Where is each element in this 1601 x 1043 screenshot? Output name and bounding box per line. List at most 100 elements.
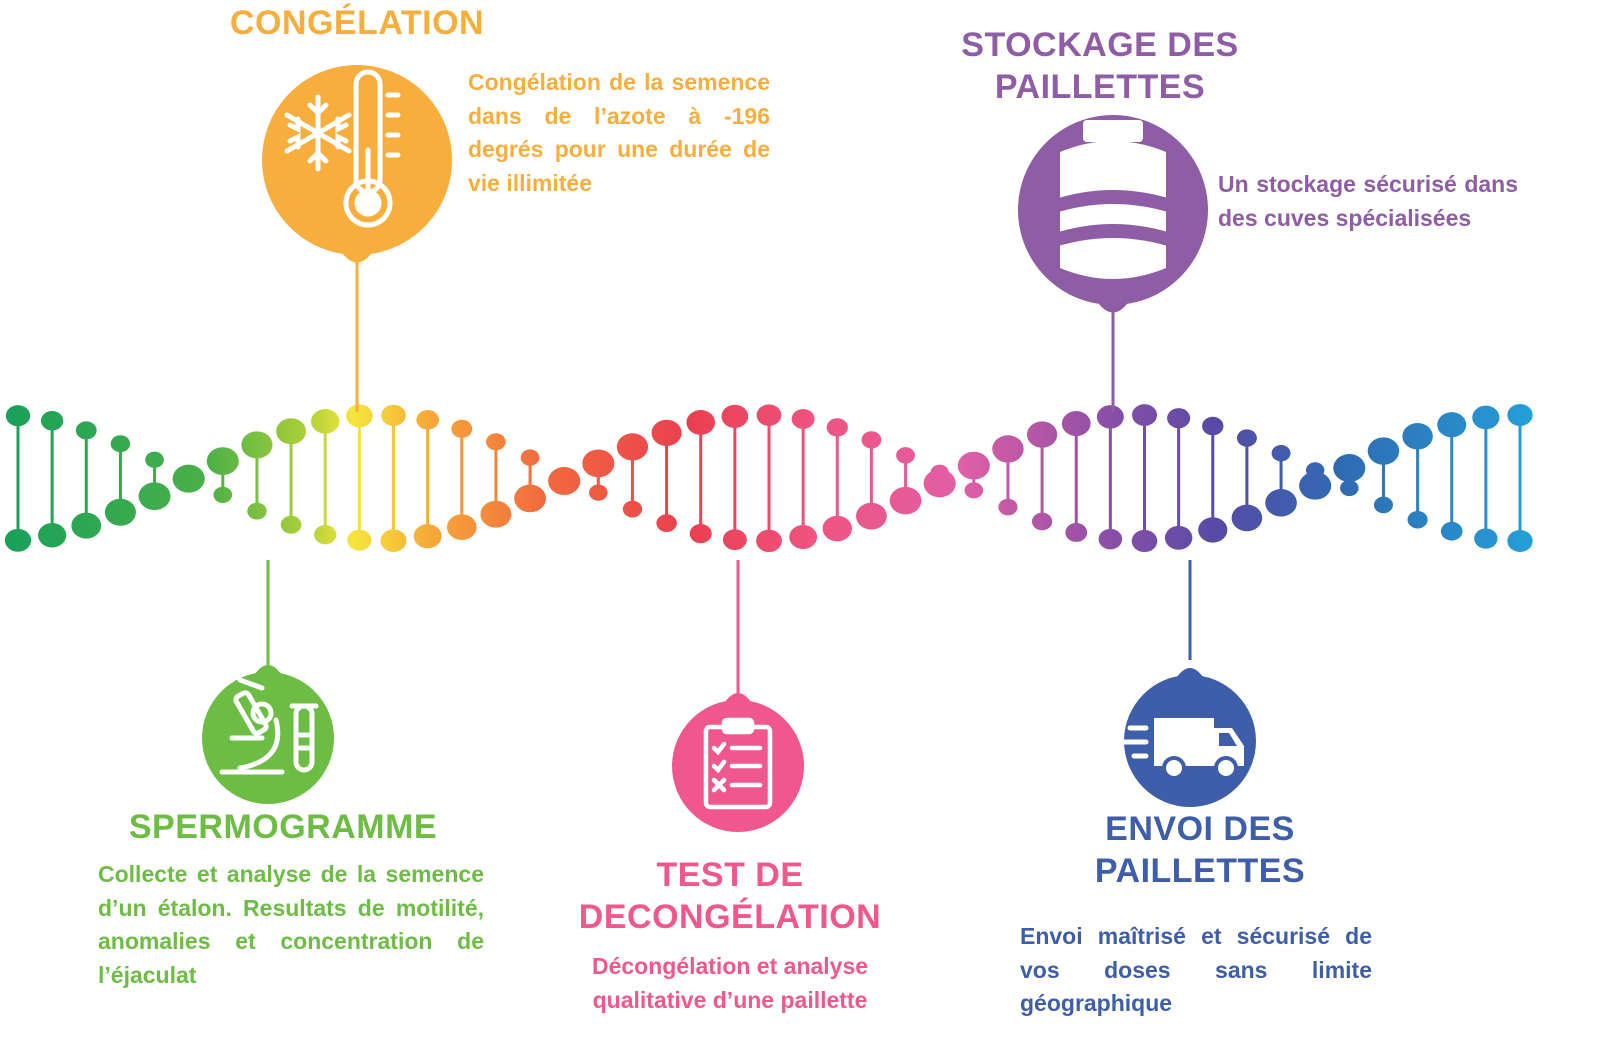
dna-node	[276, 418, 307, 445]
dna-node	[721, 404, 749, 428]
dna-node	[480, 500, 512, 528]
dna-node	[5, 405, 31, 427]
congelation-description: Congélation de la semence dans de l’azot…	[468, 69, 770, 196]
dna-node	[520, 449, 540, 466]
dna-node	[138, 482, 171, 511]
test-title-line2: DECONGÉLATION	[578, 898, 882, 936]
dna-node	[998, 498, 1018, 516]
dna-node	[1098, 528, 1123, 550]
test-bubble	[672, 693, 804, 832]
dna-node	[964, 482, 984, 499]
spermogramme-title: SPERMOGRAMME	[128, 808, 438, 846]
dna-helix	[4, 404, 1533, 553]
dna-node	[1231, 504, 1263, 532]
dna-node	[71, 512, 102, 539]
storage-tank-icon	[1052, 120, 1174, 279]
dna-node	[1373, 496, 1393, 514]
dna-node	[1271, 444, 1291, 462]
dna-node	[1474, 528, 1498, 549]
congelation-title: CONGÉLATION	[229, 4, 485, 42]
dna-node	[241, 431, 273, 459]
test-description: Décongélation et analyse qualitative d’u…	[520, 950, 940, 1017]
dna-node	[896, 447, 915, 464]
dna-node	[40, 411, 64, 431]
dna-node	[1131, 529, 1158, 553]
dna-node	[1202, 416, 1224, 436]
dna-node	[381, 404, 406, 427]
dna-node	[554, 466, 574, 483]
dna-node	[1031, 512, 1053, 531]
dna-node	[756, 404, 782, 426]
dna-node	[1167, 408, 1191, 429]
dna-node	[582, 449, 615, 478]
dna-node	[314, 524, 337, 545]
dna-node	[514, 484, 546, 513]
dna-node	[1299, 471, 1332, 500]
dna-node	[856, 502, 887, 530]
stockage-title-line2: PAILLETTES	[994, 68, 1206, 106]
dna-node	[451, 419, 473, 438]
dna-node	[346, 404, 373, 428]
stockage-title-line1: STOCKAGE DES	[961, 26, 1239, 64]
dna-node	[280, 515, 302, 534]
dna-node	[213, 486, 233, 503]
dna-node	[689, 523, 712, 544]
dna-node	[1198, 517, 1228, 543]
microscope-test-tube-icon	[219, 677, 319, 775]
dna-node	[589, 484, 608, 501]
dna-node	[1265, 489, 1297, 517]
dna-node	[4, 528, 32, 552]
dna-node	[172, 464, 205, 493]
envoi-title: ENVOI DES PAILLETTES	[1030, 808, 1370, 892]
dna-node	[1305, 462, 1325, 479]
dna-node	[1507, 404, 1533, 426]
dna-node	[145, 451, 164, 468]
dna-node	[1402, 423, 1433, 450]
step-connectors	[266, 255, 1192, 700]
thermometer-snowflake-icon	[284, 69, 401, 228]
test-description-line1: Décongélation et analyse	[591, 953, 869, 979]
dna-node	[686, 410, 716, 435]
dna-node	[1333, 454, 1366, 482]
dna-node	[206, 447, 239, 476]
dna-node	[656, 514, 677, 533]
stockage-title: STOCKAGE DES PAILLETTES	[930, 24, 1270, 108]
dna-node	[1131, 404, 1158, 426]
dna-node	[826, 418, 848, 437]
dna-node	[1065, 522, 1088, 542]
dna-node	[1236, 429, 1257, 447]
dna-node	[923, 469, 956, 498]
test-description-line2: qualitative d’une paillette	[592, 986, 868, 1013]
dna-node	[380, 529, 407, 552]
dna-node	[616, 433, 649, 461]
dna-node	[651, 419, 682, 446]
dna-node	[722, 529, 747, 551]
dna-node	[861, 431, 882, 449]
envoi-title-line1: ENVOI DES	[1105, 810, 1295, 848]
dna-node	[1472, 405, 1500, 430]
dna-node	[446, 514, 477, 541]
dna-node	[1026, 421, 1058, 448]
dna-node	[1367, 437, 1400, 465]
dna-node	[791, 409, 815, 429]
dna-node	[622, 500, 643, 518]
dna-node	[247, 502, 267, 520]
dna-node	[1407, 510, 1428, 529]
stockage-description: Un stockage sécurisé dans des cuves spéc…	[1218, 171, 1518, 231]
dna-node	[822, 515, 852, 542]
dna-node	[104, 498, 136, 526]
envoi-title-line2: PAILLETTES	[1094, 852, 1306, 890]
clipboard-checklist-icon	[703, 717, 773, 810]
dna-node	[1507, 530, 1533, 552]
dna-node	[756, 529, 782, 553]
dna-node	[889, 486, 922, 515]
test-title-line1: TEST DE	[656, 856, 804, 894]
dna-node	[1061, 411, 1091, 437]
dna-node	[1096, 405, 1124, 429]
dna-node	[1437, 412, 1467, 438]
dna-node	[789, 524, 817, 550]
dna-node	[992, 435, 1024, 463]
dna-node	[1440, 521, 1463, 541]
test-title: TEST DE DECONGÉLATION	[520, 854, 940, 938]
